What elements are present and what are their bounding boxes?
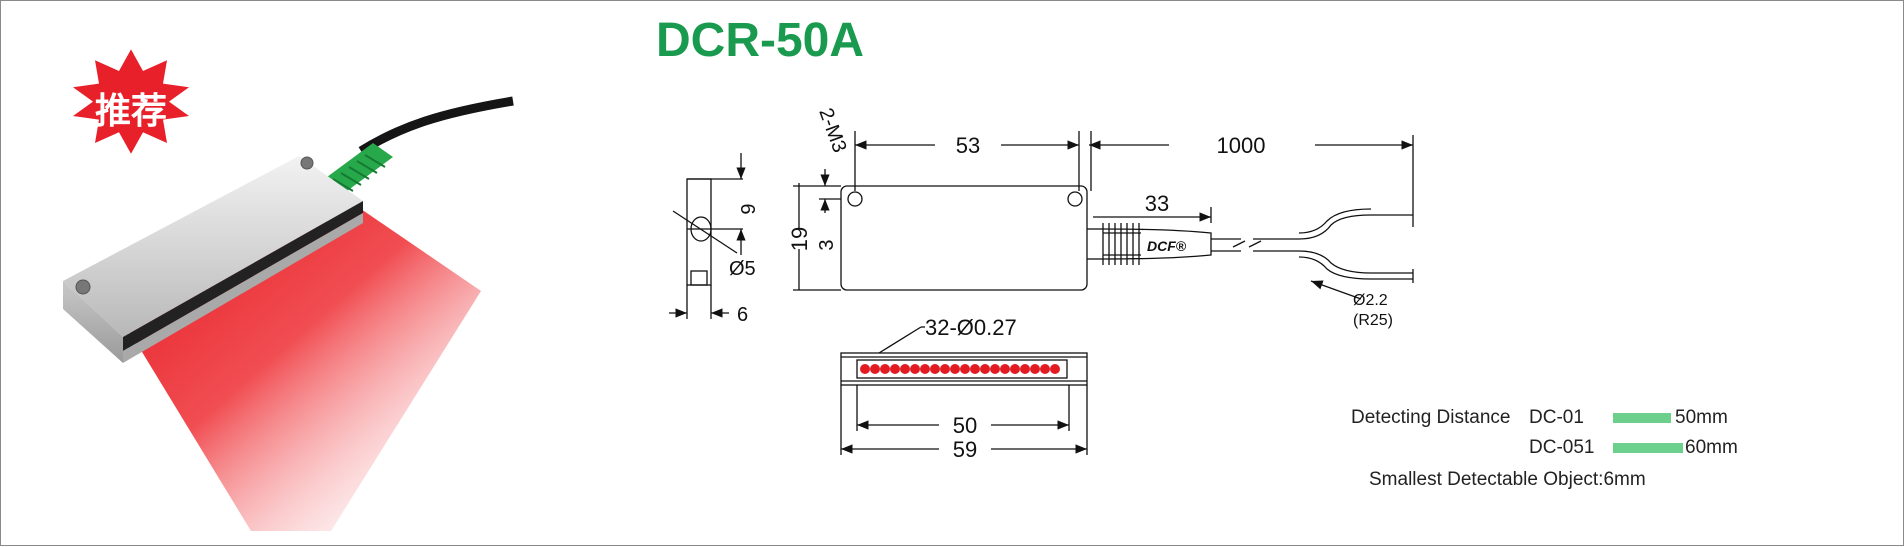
sensor-window xyxy=(123,201,363,351)
sensor-body-bottom xyxy=(123,213,363,363)
dc051-bar xyxy=(1613,443,1683,453)
front-view xyxy=(840,326,1088,455)
dim-6: 6 xyxy=(737,304,748,326)
dc01-value: 50mm xyxy=(1675,407,1728,428)
detecting-distance-label: Detecting Distance xyxy=(1351,407,1511,428)
led-dots xyxy=(860,364,1060,374)
dc01-name: DC-01 xyxy=(1529,407,1584,428)
dc051-name: DC-051 xyxy=(1529,437,1595,458)
mount-hole-icon xyxy=(75,279,91,295)
smallest-object: Smallest Detectable Object:6mm xyxy=(1369,469,1646,490)
sensor-body-front xyxy=(63,281,123,363)
connector-ribs-icon xyxy=(332,154,386,192)
dcf-logo: DCF® xyxy=(1147,238,1187,254)
dim-cable-radius: (R25) xyxy=(1353,312,1393,329)
dim-hole-label: 2-M3 xyxy=(814,105,850,155)
recommend-badge: 推荐 xyxy=(73,49,189,154)
dim-dia-5: Ø5 xyxy=(729,258,756,280)
side-view xyxy=(669,153,746,319)
dim-1000: 1000 xyxy=(1217,133,1266,158)
badge-text: 推荐 xyxy=(95,91,167,132)
dim-33: 33 xyxy=(1145,191,1169,216)
cable-connector xyxy=(327,143,393,191)
dim-holes-label: 32-Ø0.27 xyxy=(925,315,1017,340)
dim-53: 53 xyxy=(956,133,980,158)
dim-50: 50 xyxy=(953,413,977,438)
dim-9: 9 xyxy=(738,203,760,214)
dc01-bar xyxy=(1613,413,1671,423)
dim-3: 3 xyxy=(816,239,838,250)
dim-59: 59 xyxy=(953,437,977,462)
dc051-value: 60mm xyxy=(1685,437,1738,458)
product-photo xyxy=(63,96,514,531)
dim-19: 19 xyxy=(787,227,812,251)
sensor-body-top xyxy=(63,156,363,337)
product-title: DCR-50A xyxy=(656,14,865,67)
dim-cable-dia: Ø2.2 xyxy=(1353,292,1388,309)
badge-star-icon xyxy=(73,49,189,154)
sensor-cable xyxy=(358,96,514,155)
mount-hole-icon xyxy=(300,156,314,170)
top-view xyxy=(793,131,1414,300)
